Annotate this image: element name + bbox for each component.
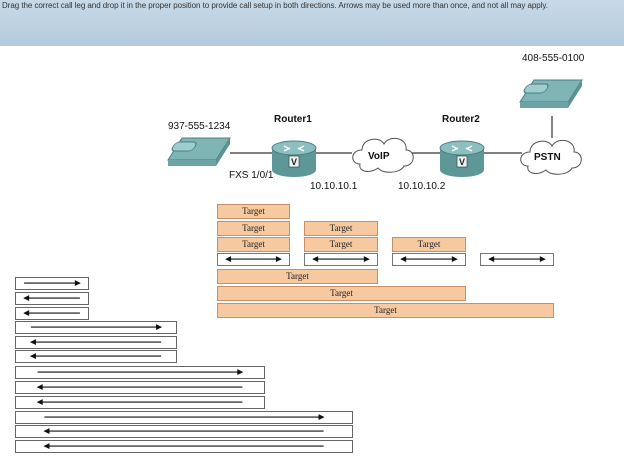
placed-double-arrow[interactable] (480, 253, 554, 266)
svg-text:V: V (291, 157, 297, 167)
phone-left-number: 937-555-1234 (168, 121, 231, 132)
double-arrow-icon (400, 256, 458, 263)
placed-double-arrow[interactable] (304, 253, 378, 266)
arrow-right-short[interactable] (15, 277, 89, 290)
left-arrow-icon (36, 399, 243, 406)
cloud-icon (520, 139, 582, 175)
arrow-right-medium[interactable] (15, 321, 177, 334)
arrow-left-short[interactable] (15, 292, 89, 305)
drop-target[interactable]: Target (217, 221, 290, 236)
arrow-left-short[interactable] (15, 307, 89, 320)
router2-ip-label: 10.10.10.2 (398, 181, 446, 192)
router1-label: Router1 (274, 114, 312, 125)
phone-icon (167, 137, 231, 166)
topology-diagram: V V (167, 79, 583, 177)
placed-double-arrow[interactable] (392, 253, 466, 266)
drop-target[interactable]: Target (217, 303, 554, 318)
router-icon: V (439, 140, 485, 177)
right-arrow-icon (30, 324, 162, 331)
svg-text:V: V (459, 157, 465, 167)
double-arrow-icon (225, 256, 282, 263)
left-arrow-icon (30, 339, 162, 346)
router1-ip-label: 10.10.10.1 (310, 181, 358, 192)
router2-label: Router2 (442, 114, 480, 125)
left-arrow-icon (23, 295, 80, 302)
phone-icon (519, 79, 583, 108)
drop-target[interactable]: Target (217, 269, 378, 284)
right-arrow-icon (37, 369, 244, 376)
double-arrow-icon (312, 256, 370, 263)
right-arrow-icon (44, 414, 325, 421)
router-icon: V (271, 140, 317, 177)
drop-target[interactable]: Target (217, 204, 290, 219)
pstn-label: PSTN (534, 152, 561, 163)
arrow-left-long[interactable] (15, 381, 265, 394)
left-arrow-icon (30, 353, 162, 360)
arrow-left-medium[interactable] (15, 336, 177, 349)
left-arrow-icon (43, 443, 324, 450)
phone-right-number: 408-555-0100 (522, 53, 585, 64)
arrow-left-long[interactable] (15, 396, 265, 409)
right-arrow-icon (24, 280, 81, 287)
instruction-text: Drag the correct call leg and drop it in… (2, 1, 548, 10)
arrow-right-xlong[interactable] (15, 411, 353, 424)
instruction-banner: Drag the correct call leg and drop it in… (0, 0, 624, 46)
drop-target[interactable]: Target (304, 221, 378, 236)
left-arrow-icon (23, 310, 80, 317)
drop-target[interactable]: Target (392, 237, 466, 252)
arrow-right-long[interactable] (15, 366, 265, 379)
voip-label: VoIP (368, 151, 390, 162)
cloud-icon (352, 137, 414, 173)
drop-target[interactable]: Target (217, 286, 466, 301)
arrow-left-xlong[interactable] (15, 425, 353, 438)
double-arrow-icon (488, 256, 546, 263)
placed-double-arrow[interactable] (217, 253, 290, 266)
left-arrow-icon (36, 384, 243, 391)
drop-target[interactable]: Target (217, 237, 290, 252)
fxs-port-label: FXS 1/0/1 (229, 170, 274, 181)
arrow-left-medium[interactable] (15, 350, 177, 363)
drop-target[interactable]: Target (304, 237, 378, 252)
left-arrow-icon (43, 428, 324, 435)
arrow-left-xlong[interactable] (15, 440, 353, 453)
